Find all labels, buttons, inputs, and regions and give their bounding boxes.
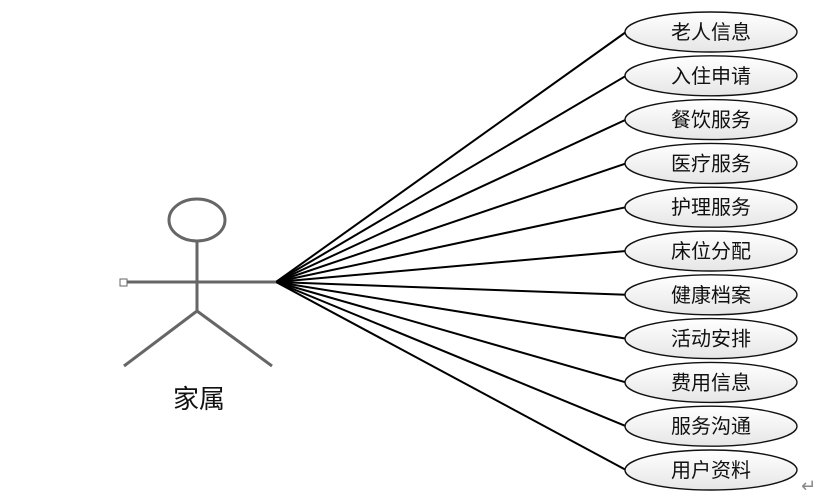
association-lines bbox=[275, 31, 627, 471]
use-case-ellipse bbox=[624, 405, 798, 447]
association-line bbox=[275, 162, 627, 283]
use-case: 入住申请 bbox=[624, 55, 798, 97]
use-case: 护理服务 bbox=[624, 186, 798, 228]
association-line bbox=[275, 281, 627, 340]
use-case-label: 服务沟通 bbox=[671, 414, 751, 438]
use-case-ellipse bbox=[624, 11, 798, 53]
association-line bbox=[275, 281, 627, 296]
actor-family: 家属 bbox=[119, 197, 276, 415]
use-case-label: 老人信息 bbox=[671, 20, 751, 44]
actor-label: 家属 bbox=[173, 385, 225, 415]
use-case: 活动安排 bbox=[624, 317, 798, 360]
use-case-ellipse bbox=[624, 142, 798, 185]
association-line bbox=[275, 118, 627, 283]
association-line bbox=[275, 74, 627, 283]
actor-left-leg bbox=[123, 309, 198, 368]
actor-right-leg bbox=[196, 309, 273, 368]
use-case: 服务沟通 bbox=[624, 405, 798, 447]
paragraph-mark-icon: ↵ bbox=[801, 476, 816, 497]
use-case: 老人信息 bbox=[624, 11, 798, 53]
use-case: 医疗服务 bbox=[624, 142, 798, 185]
use-case-ellipse bbox=[624, 55, 798, 97]
association-line bbox=[275, 281, 627, 428]
association-line bbox=[275, 206, 627, 283]
use-case-label: 餐饮服务 bbox=[671, 108, 751, 132]
use-case-label: 活动安排 bbox=[671, 327, 751, 351]
association-line bbox=[275, 281, 627, 471]
association-line bbox=[275, 31, 627, 283]
actor-arm-handle bbox=[119, 278, 128, 287]
use-case-ellipse bbox=[624, 449, 798, 491]
use-case-label: 护理服务 bbox=[671, 195, 751, 219]
association-line bbox=[275, 281, 627, 384]
use-case-ellipse bbox=[624, 274, 798, 316]
use-case-label: 用户资料 bbox=[671, 458, 751, 482]
use-case: 用户资料 bbox=[624, 449, 798, 491]
use-case-ellipse bbox=[624, 98, 798, 141]
use-case-ellipse bbox=[624, 186, 798, 228]
association-line bbox=[275, 250, 627, 283]
use-case-ellipse bbox=[624, 317, 798, 360]
use-case-label: 费用信息 bbox=[671, 370, 751, 394]
actor-head bbox=[167, 197, 227, 243]
use-cases: 老人信息入住申请餐饮服务医疗服务护理服务床位分配健康档案活动安排费用信息服务沟通… bbox=[624, 11, 798, 491]
use-case: 餐饮服务 bbox=[624, 98, 798, 141]
use-case-label: 健康档案 bbox=[671, 283, 751, 307]
use-case: 健康档案 bbox=[624, 274, 798, 316]
use-case-label: 医疗服务 bbox=[671, 151, 751, 175]
use-case-label: 床位分配 bbox=[671, 239, 751, 263]
use-case: 费用信息 bbox=[624, 361, 798, 404]
use-case-ellipse bbox=[624, 361, 798, 404]
use-case-label: 入住申请 bbox=[671, 64, 751, 88]
use-case: 床位分配 bbox=[624, 230, 798, 272]
use-case-ellipse bbox=[624, 230, 798, 272]
